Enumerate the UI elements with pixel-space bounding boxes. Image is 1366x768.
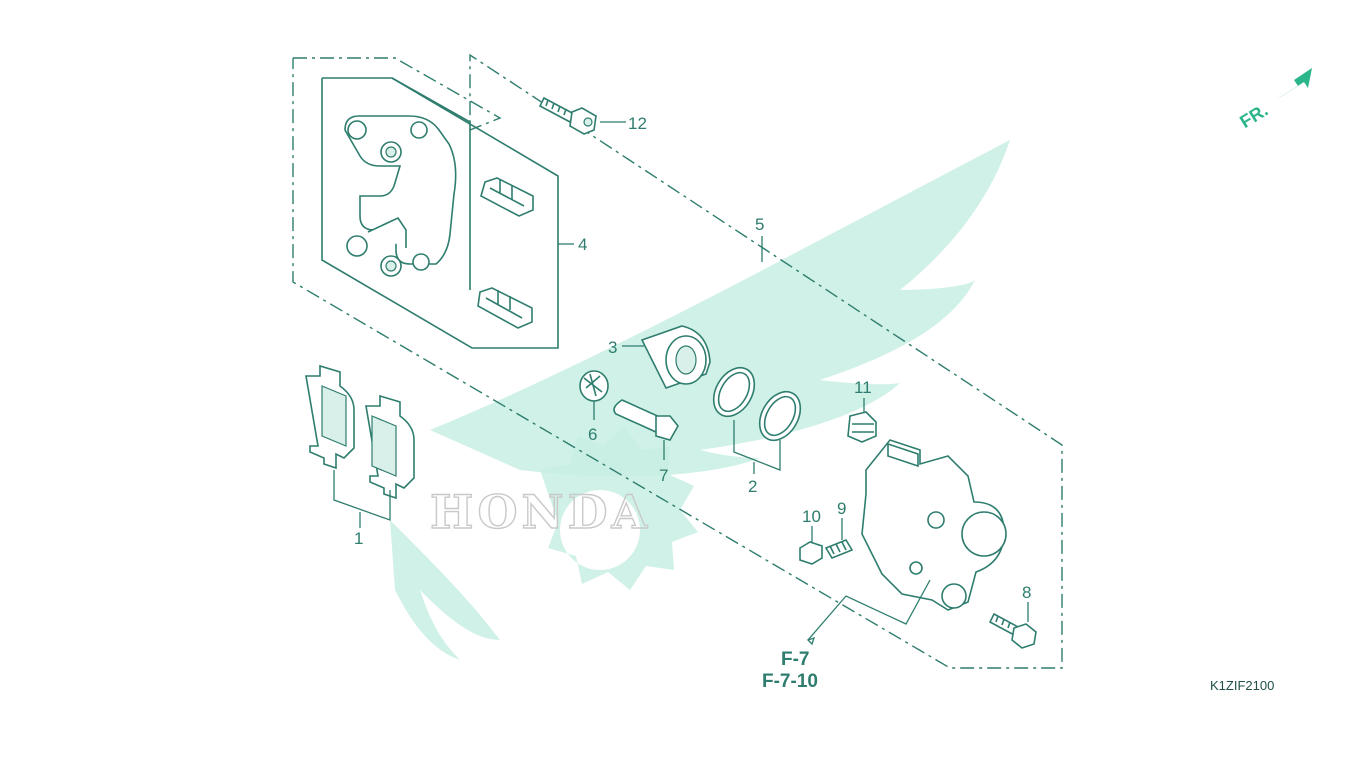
watermark-text: HONDA (430, 485, 651, 539)
part-bolt-8 (988, 602, 1037, 649)
diagram-code: K1ZIF2100 (1210, 678, 1274, 693)
callout-8: 8 (1022, 583, 1031, 602)
callout-1: 1 (354, 529, 363, 548)
part-boot-11 (847, 398, 877, 443)
front-label: FR. (1236, 100, 1271, 132)
callout-5: 5 (755, 215, 764, 234)
part-bolt-12 (538, 96, 626, 135)
callout-7: 7 (659, 466, 668, 485)
part-brake-pads (305, 364, 415, 528)
part-piston (622, 325, 711, 389)
part-seals (712, 366, 802, 474)
callout-12: 12 (628, 114, 647, 133)
part-boot-6 (579, 370, 609, 420)
part-caliper-bracket (344, 115, 457, 277)
callout-6: 6 (588, 425, 597, 444)
reference-f7[interactable]: F-7 (781, 649, 810, 670)
watermark-wing (430, 140, 1010, 477)
callout-9: 9 (837, 499, 846, 518)
reference-f7-10[interactable]: F-7-10 (762, 671, 818, 692)
part-bleeder-10 (799, 526, 823, 565)
part-pad-spring-lower (477, 287, 533, 329)
bracket-group-outline (292, 53, 1063, 669)
front-arrow-icon (1276, 68, 1312, 100)
callout-11: 11 (854, 378, 872, 397)
watermark: HONDA (390, 140, 1010, 660)
part-bleeder-9 (824, 518, 854, 559)
callout-4: 4 (578, 235, 587, 254)
bracket-inner-outline (391, 77, 471, 290)
callout-3: 3 (608, 338, 617, 357)
assembly-outlines (292, 53, 1063, 669)
part-caliper-body (761, 236, 1007, 646)
front-direction-indicator: FR. (1236, 68, 1312, 132)
callout-2: 2 (748, 477, 757, 496)
callout-10: 10 (802, 507, 821, 526)
watermark-wing-lower (390, 520, 500, 660)
part-pad-spring-upper (480, 177, 534, 217)
part-pin-7 (613, 399, 679, 460)
